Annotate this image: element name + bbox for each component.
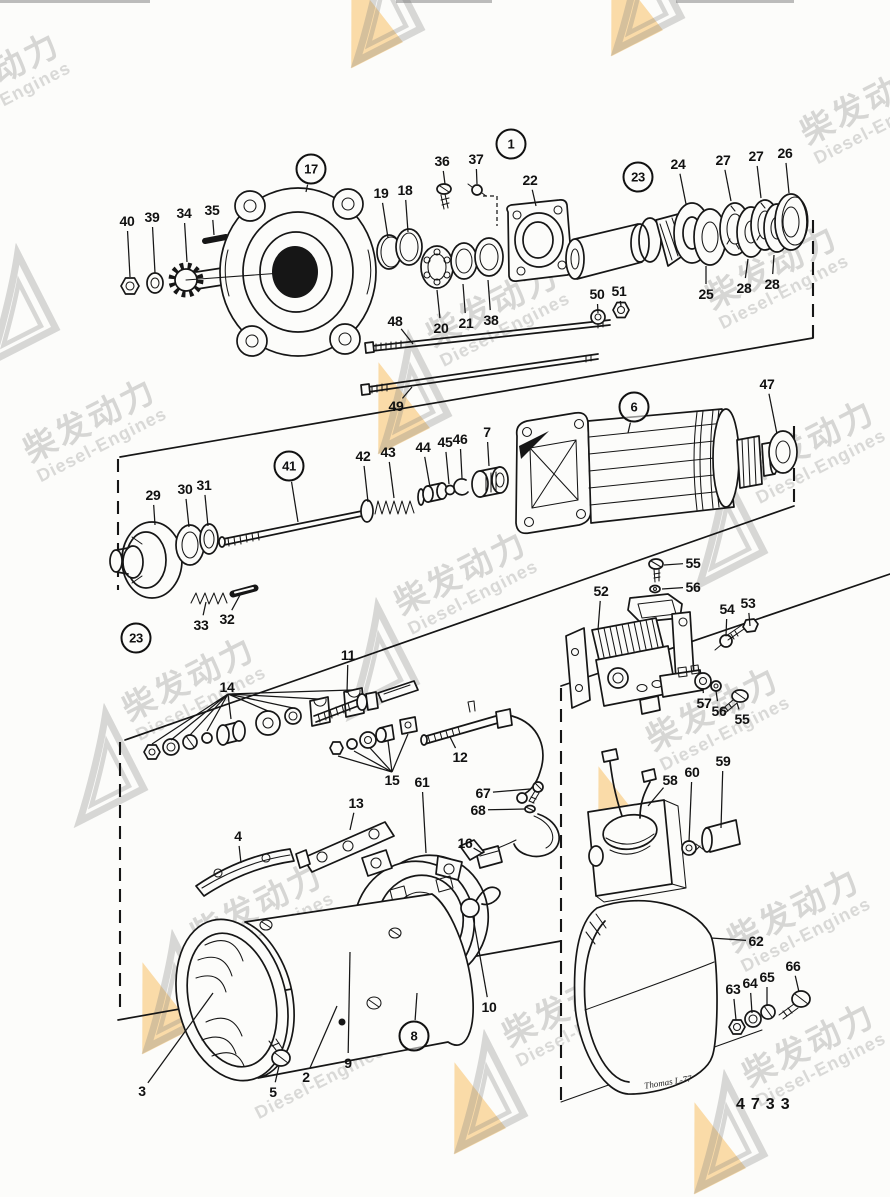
part-callout-16: 16 [458,835,473,851]
part-callout-13: 13 [349,795,364,811]
part-callout-26: 26 [778,145,793,161]
part-callout-5: 5 [269,1084,277,1100]
part-callout-40: 40 [120,213,135,229]
part-callout-7: 7 [483,424,491,440]
part-callout-47: 47 [760,376,775,392]
part-callout-46: 46 [453,431,468,447]
assembly-ref-41: 41 [274,451,305,482]
part-callout-50: 50 [590,286,605,302]
part-callout-9: 9 [344,1055,352,1071]
part-callout-33: 33 [194,617,209,633]
part-callout-39: 39 [145,209,160,225]
part-callout-52: 52 [594,583,609,599]
part-callout-18: 18 [398,182,413,198]
part-callout-66: 66 [786,958,801,974]
part-callout-27: 27 [749,148,764,164]
part-callout-38: 38 [484,312,499,328]
assembly-ref-17: 17 [296,154,327,185]
part-callout-28: 28 [765,276,780,292]
part-callout-43: 43 [381,444,396,460]
part-callout-63: 63 [726,981,741,997]
part-callout-48: 48 [388,313,403,329]
part-callout-55: 55 [686,555,701,571]
part-callout-55: 55 [735,711,750,727]
figure-number: 4733 [736,1096,796,1114]
part-callout-34: 34 [177,205,192,221]
part-callout-49: 49 [389,398,404,414]
assembly-ref-8: 8 [399,1021,430,1052]
part-callout-44: 44 [416,439,431,455]
part-callout-56: 56 [712,703,727,719]
assembly-ref-23: 23 [121,623,152,654]
part-callout-56: 56 [686,579,701,595]
part-callout-29: 29 [146,487,161,503]
part-callout-45: 45 [438,434,453,450]
part-callout-42: 42 [356,448,371,464]
part-callout-32: 32 [220,611,235,627]
part-callout-19: 19 [374,185,389,201]
part-callout-14: 14 [220,679,235,695]
part-callout-20: 20 [434,320,449,336]
part-callout-64: 64 [743,975,758,991]
part-callout-27: 27 [716,152,731,168]
part-callout-68: 68 [471,802,486,818]
part-callout-67: 67 [476,785,491,801]
part-callout-24: 24 [671,156,686,172]
part-callout-54: 54 [720,601,735,617]
part-callout-12: 12 [453,749,468,765]
part-callout-30: 30 [178,481,193,497]
part-callout-61: 61 [415,774,430,790]
part-callout-4: 4 [234,828,242,844]
part-callout-65: 65 [760,969,775,985]
part-callout-59: 59 [716,753,731,769]
part-callout-60: 60 [685,764,700,780]
part-callout-37: 37 [469,151,484,167]
part-callout-2: 2 [302,1069,310,1085]
part-callout-28: 28 [737,280,752,296]
part-callout-51: 51 [612,283,627,299]
part-callout-57: 57 [697,695,712,711]
part-callout-31: 31 [197,477,212,493]
part-callout-53: 53 [741,595,756,611]
part-callout-22: 22 [523,172,538,188]
part-callout-58: 58 [663,772,678,788]
part-callout-25: 25 [699,286,714,302]
assembly-ref-23: 23 [623,162,654,193]
part-callout-3: 3 [138,1083,146,1099]
assembly-ref-6: 6 [619,392,650,423]
part-callout-36: 36 [435,153,450,169]
part-callout-11: 11 [341,647,355,663]
part-callout-35: 35 [205,202,220,218]
part-callout-10: 10 [482,999,497,1015]
part-callout-15: 15 [385,772,400,788]
part-callout-62: 62 [749,933,764,949]
assembly-ref-1: 1 [496,129,527,160]
part-callout-21: 21 [459,315,474,331]
